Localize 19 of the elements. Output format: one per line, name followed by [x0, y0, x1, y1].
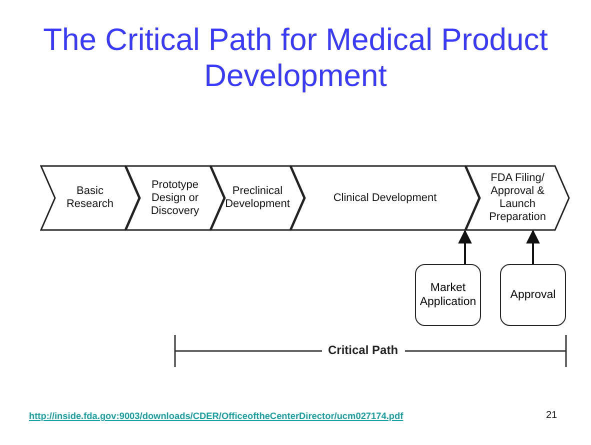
slide-title: The Critical Path for Medical Product Development	[42, 22, 549, 94]
step-label: Clinical Development	[333, 192, 437, 204]
process-step	[125, 165, 225, 231]
step-label: FDA Filing/ Approval & Launch Preparation	[488, 172, 547, 224]
arrow	[526, 230, 540, 264]
step-label: Prototype Design or Discovery	[150, 178, 200, 218]
process-step	[40, 165, 140, 231]
source-link: http://inside.fda.gov:9003/downloads/CDER/OfficeoftheCenterDirector/ucm027174.pdf	[29, 411, 404, 421]
process-step	[465, 165, 570, 231]
milestone-label: Market Application	[418, 281, 478, 309]
milestone-label: Approval	[510, 288, 556, 302]
arrow	[458, 230, 472, 264]
page-number: 21	[546, 410, 558, 421]
milestone-box	[500, 264, 566, 326]
milestone-box	[415, 264, 481, 326]
span-label: Critical Path	[328, 343, 398, 357]
step-label: Basic Research	[65, 185, 115, 211]
step-label: Preclinical Development	[225, 185, 290, 211]
process-step	[210, 165, 305, 231]
